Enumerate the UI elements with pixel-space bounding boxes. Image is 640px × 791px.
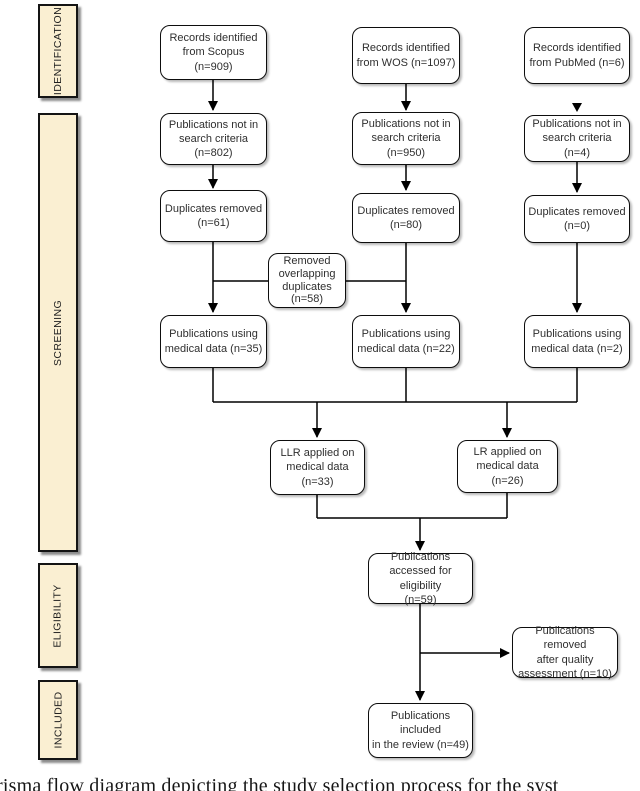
node-records-scopus: Records identified from Scopus (n=909) [160,25,267,80]
node-criteria-scopus: Publications not in search criteria (n=8… [160,113,267,165]
stage-identification: IDENTIFICATION [38,4,78,98]
node-criteria-pubmed: Publications not in search criteria (n=4… [524,115,630,162]
stage-screening-label: SCREENING [52,299,64,366]
stage-eligibility: ELIGIBILITY [38,563,78,668]
node-duplicates-wos: Duplicates removed (n=80) [352,193,460,243]
node-duplicates-pubmed: Duplicates removed (n=0) [524,195,630,243]
stage-eligibility-label: ELIGIBILITY [52,583,64,648]
node-llr-applied: LLR applied on medical data (n=33) [270,440,365,495]
node-overlapping-duplicates: Removed overlapping duplicates (n=58) [268,253,346,308]
node-lr-applied: LR applied on medical data (n=26) [457,440,558,493]
node-records-wos: Records identified from WOS (n=1097) [352,27,460,84]
node-quality-removed: Publications removed after quality asses… [512,625,618,680]
arrowhead-pubmed-records-to-criteria [572,103,582,112]
node-medical-pubmed: Publications using medical data (n=2) [524,315,630,368]
stage-screening: SCREENING [38,113,78,552]
node-records-pubmed: Records identified from PubMed (n=6) [524,27,630,84]
node-medical-wos: Publications using medical data (n=22) [352,315,460,368]
stage-included-label: INCLUDED [52,691,64,749]
node-duplicates-scopus: Duplicates removed (n=61) [160,190,267,242]
figure-caption: risma flow diagram depicting the study s… [0,775,559,791]
stage-identification-label: IDENTIFICATION [52,6,64,96]
node-medical-scopus: Publications using medical data (n=35) [160,315,267,368]
node-eligibility-assessed: Publications accessed for eligibility (n… [368,551,473,606]
node-criteria-wos: Publications not in search criteria (n=9… [352,112,460,165]
stage-included: INCLUDED [38,680,78,760]
node-included-review: Publications included in the review (n=4… [368,703,473,758]
